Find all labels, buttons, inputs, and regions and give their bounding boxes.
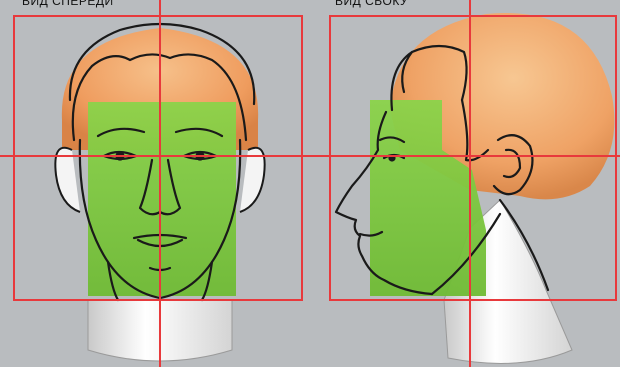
side-view-label: ВИД СБОКУ	[335, 0, 408, 8]
side-view	[320, 0, 620, 367]
front-guides	[0, 0, 320, 367]
front-view	[0, 0, 320, 367]
front-view-label: ВИД СПЕРЕДИ	[22, 0, 114, 8]
